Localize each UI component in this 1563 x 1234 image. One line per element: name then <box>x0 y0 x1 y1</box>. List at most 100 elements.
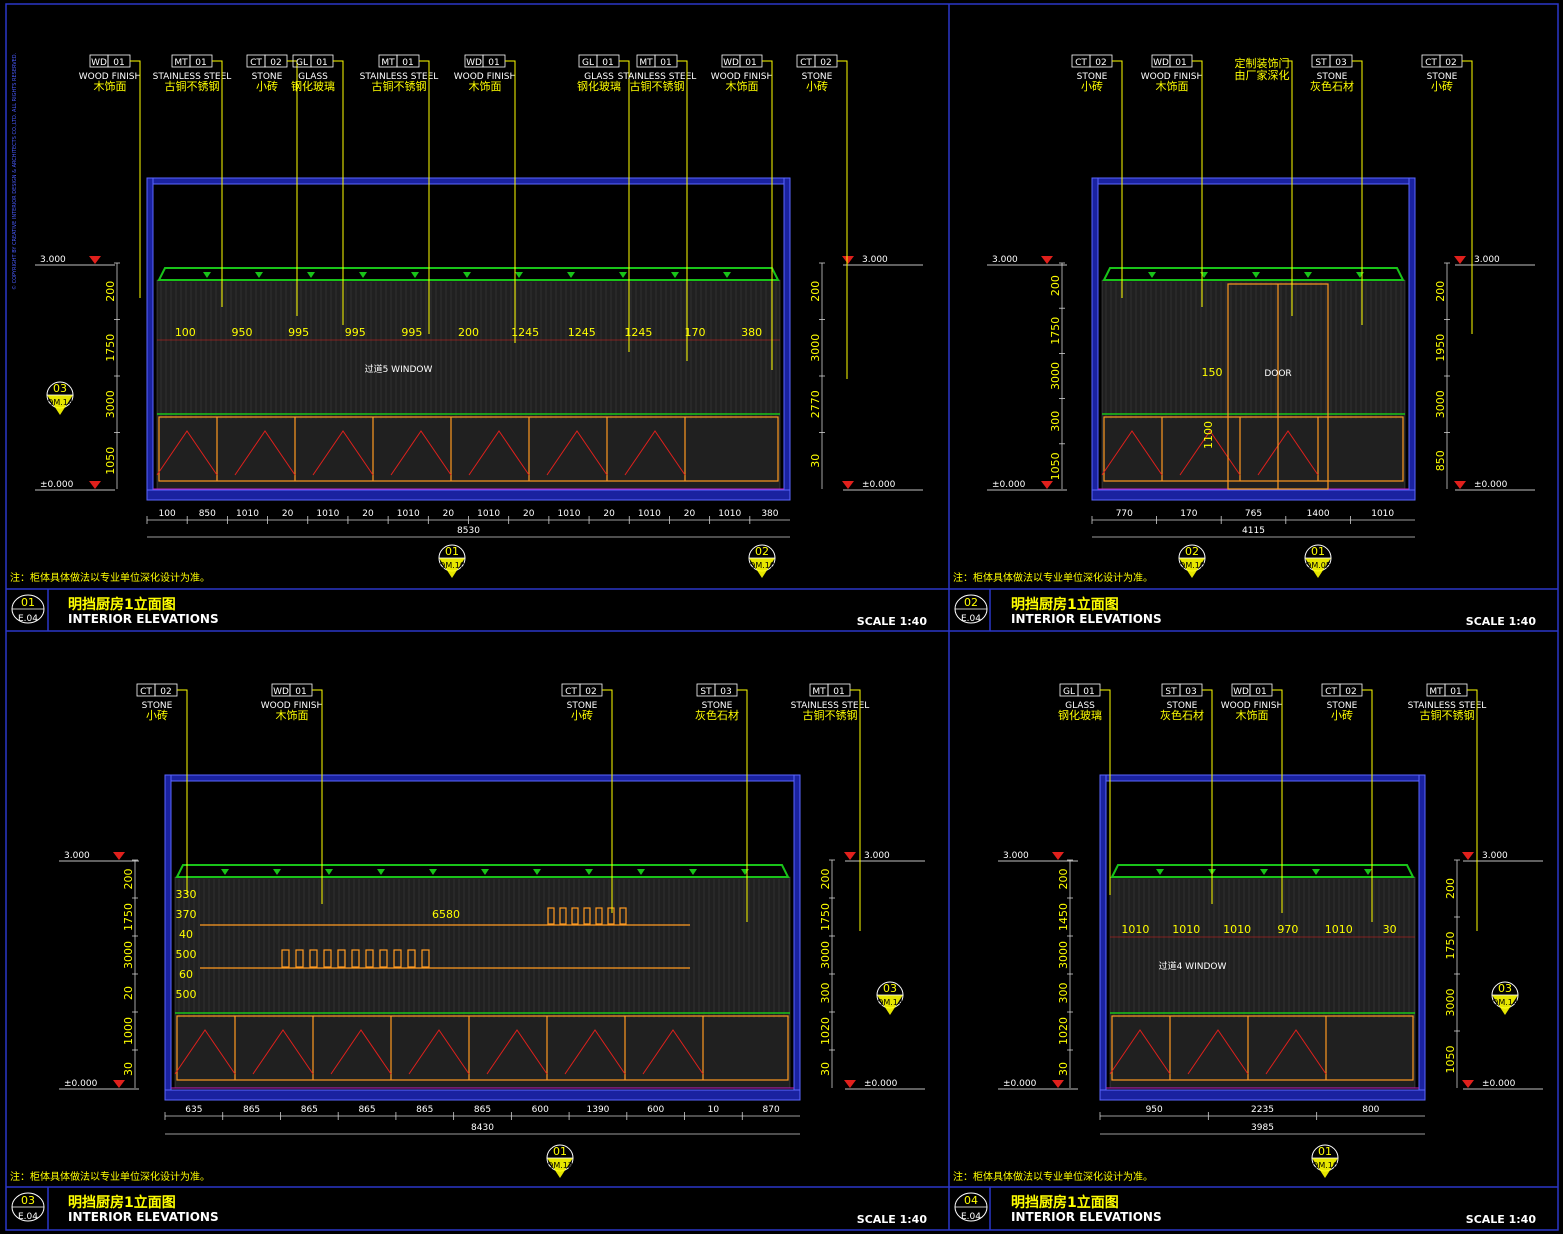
material-code: CT <box>800 58 812 68</box>
vertical-dimension: 200 <box>1444 878 1457 899</box>
left-wall <box>146 177 154 501</box>
vertical-dimension: 1050 <box>1444 1046 1457 1074</box>
material-name-en: STONE <box>142 701 173 711</box>
panel-scale: SCALE 1:40 <box>1466 1213 1537 1226</box>
floor-slab <box>1091 489 1416 501</box>
level-top-label: 3.000 <box>1003 851 1029 861</box>
material-name-cn: 木饰面 <box>469 79 502 93</box>
horizontal-dimension: 635 <box>185 1105 202 1115</box>
panel-dimension: 1010 <box>1223 923 1251 936</box>
material-code: CT <box>1325 687 1337 697</box>
horizontal-dimension: 1010 <box>477 509 500 519</box>
panel-title-en: INTERIOR ELEVATIONS <box>1011 612 1162 626</box>
base-cabinet <box>1103 416 1404 482</box>
panel-note: 注：柜体具体做法以专业单位深化设计为准。 <box>953 1170 1153 1183</box>
jar-icon <box>281 949 290 968</box>
bottle-icon <box>619 907 627 925</box>
material-number: 02 <box>270 58 281 68</box>
horizontal-dimension: 870 <box>763 1105 780 1115</box>
material-name-cn: 木饰面 <box>94 79 127 93</box>
horizontal-dimension: 1010 <box>397 509 420 519</box>
level-bottom-label: ±0.000 <box>40 480 74 490</box>
callout-number: 03 <box>53 382 67 395</box>
level-marker-icon <box>1041 481 1053 489</box>
material-number: 02 <box>820 58 831 68</box>
horizontal-dimension: 865 <box>474 1105 491 1115</box>
material-name-en: GLASS <box>298 72 328 82</box>
vertical-dimension: 1020 <box>819 1017 832 1045</box>
leader-line <box>1282 60 1293 316</box>
material-name-cn: 小砖 <box>146 708 168 722</box>
material-name-cn: 木饰面 <box>276 708 309 722</box>
level-top-label: 3.000 <box>1474 255 1500 265</box>
material-number: 01 <box>745 58 756 68</box>
leader-line <box>619 60 630 352</box>
downlight-icon <box>463 272 471 278</box>
sheet-number: E.04 <box>961 1212 981 1222</box>
material-name-en: STONE <box>1167 701 1198 711</box>
material-name-cn: 小砖 <box>1331 708 1353 722</box>
panel-note: 注：柜体具体做法以专业单位深化设计为准。 <box>953 571 1153 584</box>
level-marker-icon <box>842 256 854 264</box>
downlight-icon <box>429 869 437 875</box>
total-dimension: 8430 <box>471 1123 494 1133</box>
material-name-en: STONE <box>252 72 283 82</box>
vertical-dimension: 1750 <box>104 334 117 362</box>
vertical-dimension: 3000 <box>809 334 822 362</box>
downlight-icon <box>221 869 229 875</box>
floor-slab <box>1099 1089 1426 1101</box>
callout-number: 03 <box>883 982 897 995</box>
vertical-dimension: 3000 <box>122 941 135 969</box>
base-cabinet <box>176 1015 789 1081</box>
level-top-label: 3.000 <box>1482 851 1508 861</box>
material-name-cn: 木饰面 <box>1156 79 1189 93</box>
material-name-cn: 古铜不锈钢 <box>372 79 427 93</box>
material-code: GL <box>582 58 594 68</box>
drawing-number: 01 <box>21 596 35 609</box>
material-code: CT <box>1075 58 1087 68</box>
leader-line <box>837 60 848 379</box>
ceiling-slab <box>1091 177 1416 185</box>
downlight-icon <box>1304 272 1312 278</box>
level-marker-icon <box>1462 1080 1474 1088</box>
horizontal-dimension: 950 <box>1146 1105 1163 1115</box>
wall-tile-area <box>1101 279 1406 490</box>
horizontal-dimension: 2235 <box>1251 1105 1274 1115</box>
leader-line <box>312 689 323 904</box>
ceiling-bulkhead <box>1102 267 1405 281</box>
level-top-label: 3.000 <box>864 851 890 861</box>
material-number: 02 <box>1345 687 1356 697</box>
panel-dimension: 1010 <box>1172 923 1200 936</box>
jar-icon <box>295 949 304 968</box>
callout-reference: QM.14 <box>1492 998 1518 1007</box>
elevation-panel-04: 3.000±0.0003.000±0.000200145030003001020… <box>953 683 1543 1226</box>
material-name-cn: 木饰面 <box>1236 708 1269 722</box>
total-dimension: 3985 <box>1251 1123 1274 1133</box>
material-name-cn: 小砖 <box>1431 79 1453 93</box>
vertical-dimension: 3000 <box>1434 390 1447 418</box>
material-name-en: GLASS <box>1065 701 1095 711</box>
vertical-dimension: 1000 <box>122 1017 135 1045</box>
shelf-dimension: 370 <box>176 908 197 921</box>
material-number: 03 <box>1185 687 1196 697</box>
material-name-cn: 钢化玻璃 <box>1058 708 1102 722</box>
door-label: DOOR <box>1264 369 1291 379</box>
material-code: GL <box>296 58 308 68</box>
material-name-cn: 钢化玻璃 <box>291 79 335 93</box>
horizontal-dimension: 20 <box>523 509 535 519</box>
downlight-icon <box>619 272 627 278</box>
floor-slab <box>146 489 791 501</box>
panel-note: 注：柜体具体做法以专业单位深化设计为准。 <box>10 571 210 584</box>
vertical-dimension: 200 <box>809 281 822 302</box>
vertical-dimension: 30 <box>1057 1062 1070 1076</box>
left-wall <box>1099 774 1107 1101</box>
vertical-dimension: 1950 <box>1434 334 1447 362</box>
vertical-dimension: 200 <box>1057 869 1070 890</box>
ceiling-bulkhead <box>175 864 790 878</box>
leader-line <box>1112 60 1123 298</box>
material-number: 01 <box>295 687 306 697</box>
downlight-icon <box>723 272 731 278</box>
